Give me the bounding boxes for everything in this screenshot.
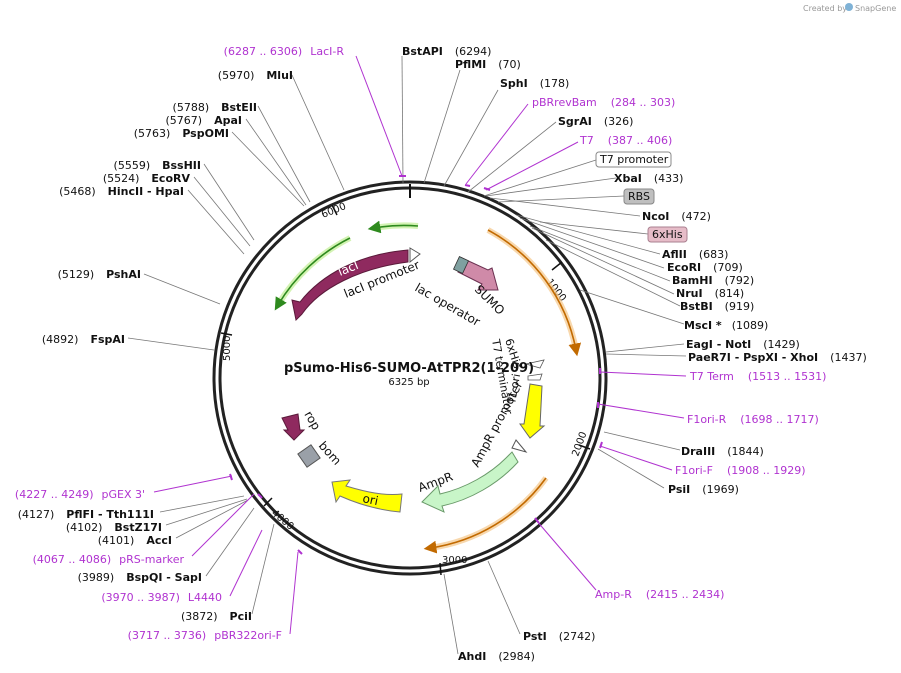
site-draiii[interactable]: DraIII(1844): [681, 445, 764, 458]
tick-label-5000: 5000: [222, 336, 233, 361]
feature-ampr-arrow[interactable]: [421, 451, 519, 513]
site-msci[interactable]: MscI *(1089): [684, 319, 768, 332]
t7-promoter-label: T7 promoter: [599, 153, 669, 166]
site-aflii[interactable]: AflII(683): [662, 248, 728, 261]
6xhis-box-label: 6xHis: [652, 228, 683, 241]
tick-label-6000: 6000: [320, 201, 348, 221]
feature-bom-box[interactable]: [297, 444, 321, 468]
orf-arrow-1[interactable]: [487, 229, 582, 357]
snapgene-branding: Created by SnapGene: [803, 3, 896, 13]
tick-mark-1000: [551, 261, 563, 271]
orf-arrow-2-glow: [429, 476, 549, 551]
primer-f1ori-f[interactable]: F1ori-F(1908 .. 1929): [675, 464, 806, 477]
primer-pgex-3[interactable]: (4227 .. 4249)pGEX 3': [15, 488, 145, 501]
site-ahdi[interactable]: AhdI(2984): [458, 650, 535, 663]
snapgene-name: SnapGene: [855, 4, 896, 13]
feature-laci-promoter-arrow[interactable]: [409, 247, 421, 264]
t7-promoter-box[interactable]: [595, 151, 672, 168]
site-bsshii[interactable]: (5559)BssHII: [114, 159, 201, 172]
site-eagi-noti[interactable]: EagI - NotI(1429): [686, 338, 800, 351]
feature-f1-ori-arrow[interactable]: [519, 383, 546, 439]
primer-pbrrevbam[interactable]: pBRrevBam(284 .. 303): [532, 96, 675, 109]
rbs-label: RBS: [628, 190, 650, 203]
6xhis-box[interactable]: [647, 226, 688, 243]
site-mlui[interactable]: (5970)MluI: [218, 69, 293, 82]
site-paer7i-pspxi-xhoi[interactable]: PaeR7I - PspXI - XhoI(1437): [688, 351, 867, 364]
primers: (6287 .. 6306)LacI-R pBRrevBam(284 .. 30…: [15, 45, 827, 642]
snapgene-logo-icon: [845, 3, 853, 11]
site-nrui[interactable]: NruI(814): [676, 287, 744, 300]
orf-arrow-2[interactable]: [423, 477, 547, 554]
site-acci[interactable]: (4101)AccI: [98, 534, 172, 547]
tick-mark-4000: [263, 497, 273, 507]
tick-mark-3000: [439, 562, 442, 576]
outer-orf-arrows: [274, 220, 582, 554]
orf-arrow-4[interactable]: [274, 237, 351, 311]
feature-lac-operator-label: lac operator: [413, 280, 483, 329]
feature-rop-label: rop: [301, 409, 323, 433]
feature-laci-arrow[interactable]: [291, 249, 409, 322]
primer-leaders: [153, 55, 687, 635]
boxed-feature-labels: T7 promoter RBS 6xHis: [483, 151, 688, 243]
tick-label-3000: 3000: [442, 555, 467, 566]
tick-mark-5000: [220, 332, 233, 336]
site-bspqi-sapi[interactable]: (3989)BspQI - SapI: [78, 571, 202, 584]
rbs-box[interactable]: [623, 188, 655, 205]
tick-mark-6000: [331, 204, 338, 216]
backbone-outer-strand: [212, 180, 608, 576]
plasmid-length: 6325 bp: [388, 377, 429, 388]
primer-t7[interactable]: T7(387 .. 406): [579, 134, 672, 147]
site-ecori[interactable]: EcoRI(709): [667, 261, 743, 274]
feature-bom-label: bom: [316, 439, 344, 468]
site-bsteii[interactable]: (5788)BstEII: [173, 101, 257, 114]
site-bamhi[interactable]: BamHI(792): [672, 274, 754, 287]
feature-t7-terminator-mark: [525, 359, 545, 369]
site-pshai[interactable]: (5129)PshAI: [58, 268, 141, 281]
feature-f1-ori-label: f1 ori: [505, 373, 523, 404]
site-leaders: [127, 55, 687, 655]
restriction-sites: BstAPI(6294) PflMI(70) SphI(178) SgrAI(3…: [18, 45, 867, 663]
created-by-text: Created by: [803, 4, 847, 13]
tick-mark-2000: [578, 444, 591, 450]
site-pcii[interactable]: (3872)PciI: [181, 610, 252, 623]
feature-rop-arrow[interactable]: [281, 413, 306, 441]
feature-ampr-promoter-label: AmpR promoter: [468, 379, 525, 470]
orf-arrow-3[interactable]: [367, 220, 419, 234]
primer-prs-marker[interactable]: (4067 .. 4086)pRS-marker: [33, 553, 185, 566]
primer-amp-r[interactable]: Amp-R(2415 .. 2434): [595, 588, 724, 601]
feature-sumo-arrow[interactable]: [457, 257, 499, 291]
site-sgrai[interactable]: SgrAI(326): [558, 115, 633, 128]
site-sphi[interactable]: SphI(178): [500, 77, 569, 90]
site-ncoi[interactable]: NcoI(472): [642, 210, 711, 223]
site-apai[interactable]: (5767)ApaI: [166, 114, 242, 127]
plasmid-backbone: [212, 180, 608, 576]
site-ecorv[interactable]: (5524)EcoRV: [103, 172, 191, 185]
site-bstz17i[interactable]: (4102)BstZ17I: [66, 521, 162, 534]
feature-ori-arrow[interactable]: [331, 479, 403, 513]
primer-t7-term[interactable]: T7 Term(1513 .. 1531): [689, 370, 826, 383]
primer-pbr322ori-f[interactable]: (3717 .. 3736)pBR322ori-F: [128, 629, 282, 642]
feature-ampr-promoter-arrow[interactable]: [511, 439, 528, 453]
site-psii[interactable]: PsiI(1969): [668, 483, 739, 496]
site-bstbi[interactable]: BstBI(919): [680, 300, 754, 313]
site-pspomi[interactable]: (5763)PspOMI: [134, 127, 229, 140]
site-xbai[interactable]: XbaI(433): [614, 172, 683, 185]
site-psti[interactable]: PstI(2742): [523, 630, 595, 643]
primer-laci-r[interactable]: (6287 .. 6306)LacI-R: [224, 45, 345, 58]
feature-ori-label: ori: [361, 491, 379, 508]
primer-f1ori-r[interactable]: F1ori-R(1698 .. 1717): [687, 413, 819, 426]
site-pflfi-tth111i[interactable]: (4127)PflFI - Tth111I: [18, 508, 154, 521]
site-hincii-hpai[interactable]: (5468)HincII - HpaI: [59, 185, 184, 198]
primer-l4440[interactable]: (3970 .. 3987)L4440: [101, 591, 222, 604]
plasmid-title-block: pSumo-His6-SUMO-AtTPR2(1-209) 6325 bp: [284, 361, 534, 388]
feature-his-mark: [527, 373, 543, 381]
site-pflmi[interactable]: PflMI(70): [455, 58, 521, 71]
site-bstapi[interactable]: BstAPI(6294): [402, 45, 491, 58]
plasmid-name: pSumo-His6-SUMO-AtTPR2(1-209): [284, 361, 534, 376]
site-fspai[interactable]: (4892)FspAI: [42, 333, 125, 346]
feature-his-block: [452, 256, 470, 274]
